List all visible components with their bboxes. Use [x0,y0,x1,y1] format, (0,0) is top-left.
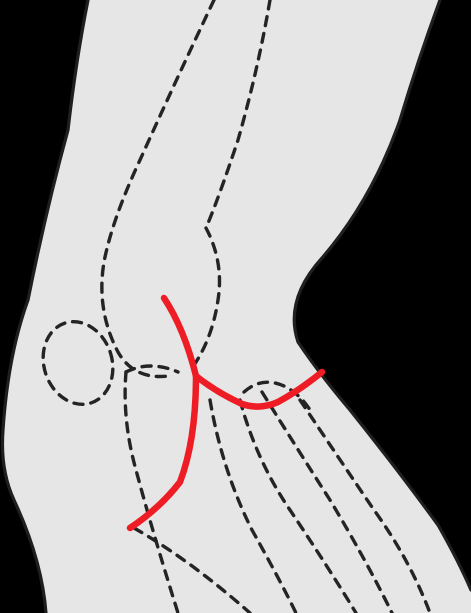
knee-illustration [0,0,471,613]
knee-diagram-svg [0,0,471,613]
